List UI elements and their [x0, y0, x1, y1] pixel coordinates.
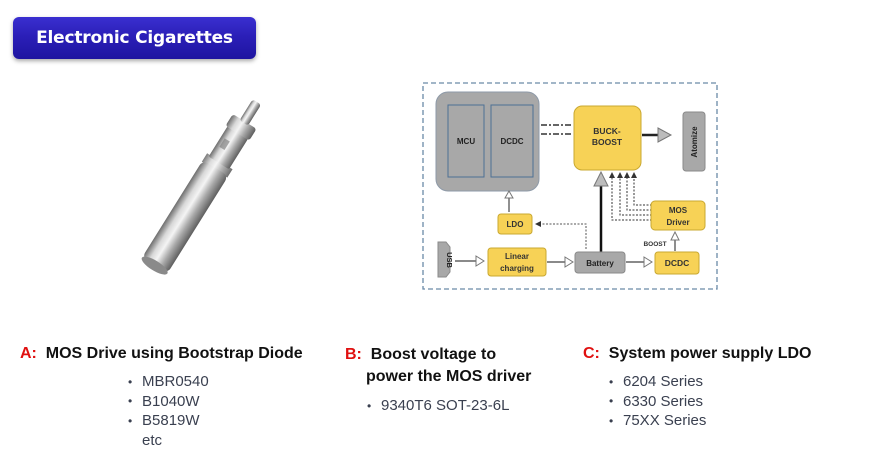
dcdc-bottom-label: DCDC — [665, 258, 690, 268]
battery-to-dcdc-arrow — [643, 256, 653, 268]
section-b: B: Boost voltage to power the MOS driver… — [345, 346, 531, 416]
section-c-tag: C: — [583, 345, 600, 362]
dcdc-top-block — [490, 104, 534, 178]
linear-to-battery-arrow — [564, 256, 574, 268]
linear-charging-label-2: charging — [500, 264, 534, 273]
dcdc-bottom-block — [654, 251, 700, 275]
ecig-battery-tube — [144, 162, 227, 272]
title-text: Electronic Cigarettes — [36, 28, 233, 48]
list-item: •MBR0540 — [128, 373, 209, 390]
section-c-list: •6204 Series •6330 Series •75XX Series — [609, 372, 812, 431]
ldo-block — [497, 213, 533, 235]
mos-driver-block — [650, 200, 706, 231]
list-item: •B1040W — [128, 392, 200, 410]
mcu-label: MCU — [457, 137, 475, 146]
buck-boost-label-2: BOOST — [592, 137, 623, 147]
list-item: •6330 Series — [609, 392, 704, 410]
linear-charging-label-1: Linear — [505, 252, 529, 261]
atomize-block — [682, 111, 706, 172]
mos-driver-gate-lines — [609, 172, 652, 221]
section-c: C: System power supply LDO •6204 Series … — [583, 345, 812, 431]
ldo-label: LDO — [507, 220, 524, 229]
section-c-title: System power supply LDO — [608, 345, 812, 362]
mos-driver-label-2: Driver — [666, 218, 689, 227]
battery-block — [574, 251, 626, 274]
mos-driver-label-1: MOS — [669, 206, 688, 215]
battery-label: Battery — [586, 259, 614, 268]
usb-block — [437, 241, 451, 278]
usb-label: USB — [445, 252, 454, 268]
boost-label: BOOST — [643, 241, 666, 248]
block-diagram: MCU DCDC BUCK- BOOST Atomize MOS Driver … — [422, 82, 718, 290]
list-item: •75XX Series — [609, 412, 707, 430]
diagram-border — [422, 82, 718, 290]
usb-to-linear-arrow — [475, 255, 485, 267]
ecig-tank — [209, 126, 248, 169]
section-a-heading: A: MOS Drive using Bootstrap Diode — [20, 345, 303, 363]
list-item-extra: etc — [142, 431, 163, 449]
title-banner: Electronic Cigarettes — [13, 17, 256, 59]
buck-boost-label-1: BUCK- — [593, 126, 621, 136]
linear-charging-block — [487, 247, 547, 277]
section-a-list: •MBR0540 •B1040W •B5819W etc — [128, 372, 303, 450]
ecig-mouthpiece — [240, 100, 261, 125]
section-a-tag: A: — [20, 345, 37, 362]
section-b-title-2: power the MOS driver — [366, 368, 532, 385]
section-b-list: •9340T6 SOT-23-6L — [367, 396, 531, 416]
battery-to-ldo-line — [535, 221, 587, 249]
section-c-heading: C: System power supply LDO — [583, 345, 812, 363]
e-cigarette-image — [141, 100, 261, 275]
section-a-title: MOS Drive using Bootstrap Diode — [45, 345, 303, 362]
dcdc-top-label: DCDC — [500, 137, 523, 146]
list-item: •B5819W — [128, 412, 200, 430]
section-b-title-1: Boost voltage to — [370, 346, 497, 363]
buck-boost-block — [573, 105, 642, 171]
list-item: •9340T6 SOT-23-6L — [367, 397, 510, 414]
atomize-label: Atomize — [690, 126, 699, 158]
section-a: A: MOS Drive using Bootstrap Diode •MBR0… — [20, 345, 303, 450]
mcu-block — [447, 104, 485, 178]
section-b-heading: B: Boost voltage to — [345, 346, 531, 364]
list-item: •6204 Series — [609, 373, 704, 390]
section-b-tag: B: — [345, 346, 362, 363]
